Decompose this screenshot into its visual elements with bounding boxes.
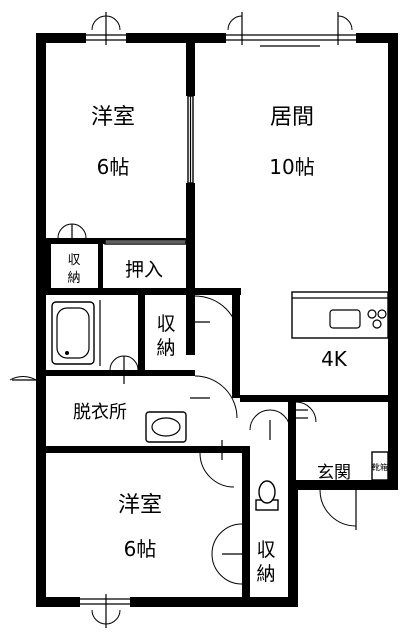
closet-bottom-line2: 納 xyxy=(256,563,275,585)
western-room-bottom-size: 6帖 xyxy=(124,537,157,561)
kitchen-label: 4K xyxy=(321,347,348,371)
doors xyxy=(9,223,357,628)
outer-walls xyxy=(36,33,398,607)
entrance-label: 玄関 xyxy=(317,463,351,483)
washbasin xyxy=(145,411,187,443)
bathtub xyxy=(51,300,101,366)
western-room-top-name: 洋室 xyxy=(91,105,135,130)
room-labels: 洋室 6帖 居間 10帖 4K 脱衣所 玄関 洋室 6帖 xyxy=(73,105,351,561)
closet-top-left-line1: 収 xyxy=(67,253,80,268)
closet-bottom-line1: 収 xyxy=(256,539,275,561)
closet-middle-line2: 納 xyxy=(156,337,175,359)
western-room-bottom-name: 洋室 xyxy=(118,493,162,518)
top-windows xyxy=(86,12,356,47)
living-room-size: 10帖 xyxy=(269,155,314,179)
toilet xyxy=(255,480,279,511)
western-room-top-size: 6帖 xyxy=(97,155,130,179)
closet-middle-line1: 収 xyxy=(156,313,175,335)
shoe-box xyxy=(371,451,389,481)
living-room-name: 居間 xyxy=(270,105,314,130)
kitchen-counter xyxy=(291,291,389,339)
sliding-door-top xyxy=(187,95,194,184)
shoe-box-label: 靴箱 xyxy=(372,462,388,472)
closet-top-left-line2: 納 xyxy=(67,271,80,286)
dressing-room-label: 脱衣所 xyxy=(73,402,127,423)
oshiire-label: 押入 xyxy=(125,259,163,281)
storage-labels: 収 納 押入 収 納 収 納 靴箱 xyxy=(67,253,388,585)
